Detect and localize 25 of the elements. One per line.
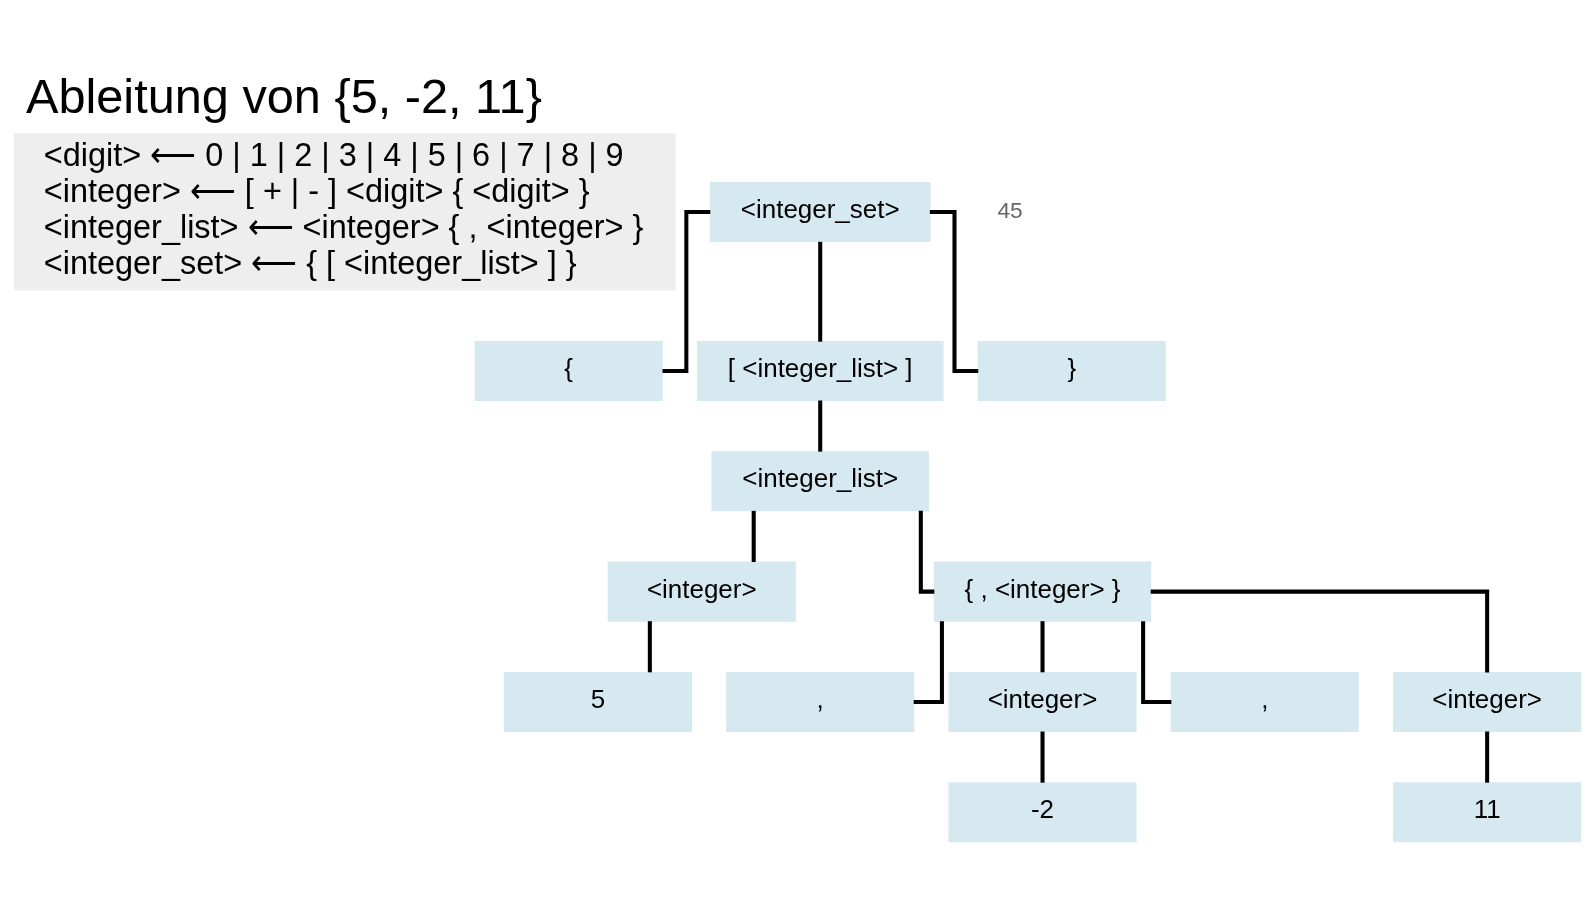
node-box: 11	[1393, 782, 1582, 843]
connector	[818, 400, 823, 452]
node-box: [ <integer_list> ]	[696, 340, 944, 401]
connector	[1040, 731, 1045, 783]
node-box: -2	[948, 782, 1137, 843]
connector	[1040, 621, 1045, 673]
connector	[647, 621, 652, 673]
node-box: }	[977, 340, 1166, 401]
label: 45	[997, 196, 1023, 223]
connector	[918, 510, 935, 594]
diagram-title: Ableitung von {5, -2, 11}	[25, 68, 542, 123]
node-box: <integer_list>	[711, 451, 929, 512]
connector	[818, 241, 823, 342]
node-box: <integer_set>	[709, 181, 931, 242]
node-box: {	[474, 340, 663, 401]
node-box: { , <integer> }	[933, 561, 1152, 622]
node-box: ,	[726, 671, 915, 732]
connector	[1485, 731, 1490, 783]
node-box: <integer>	[607, 561, 796, 622]
connector	[751, 510, 756, 562]
node-box: <integer>	[948, 671, 1137, 732]
node-box: <integer>	[1393, 671, 1582, 732]
node-box: 5	[503, 671, 692, 732]
connector	[1150, 589, 1490, 673]
node-box: ,	[1170, 671, 1359, 732]
